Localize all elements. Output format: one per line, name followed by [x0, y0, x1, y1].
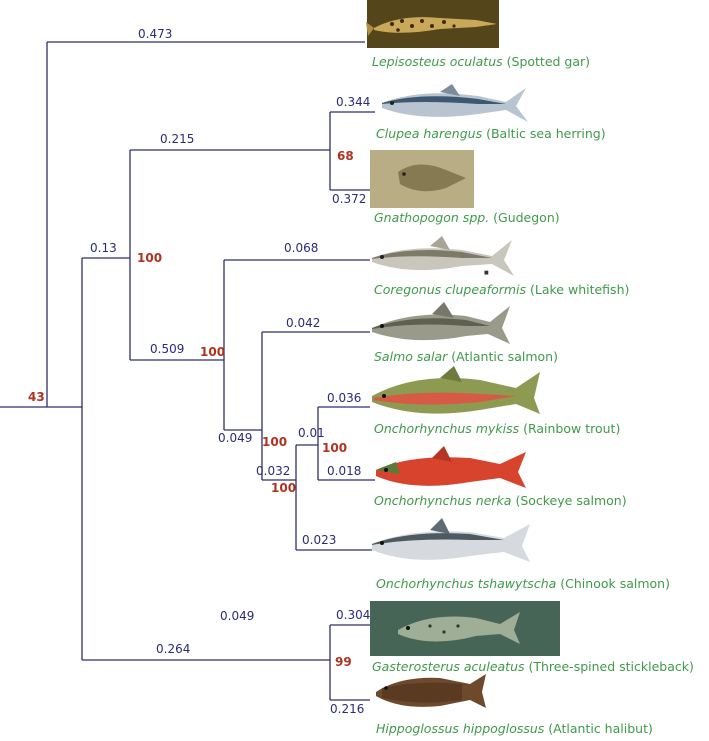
bl-floating: 0.049: [220, 609, 254, 623]
bs-root: 43: [28, 390, 45, 404]
taxon-trout: Onchorhynchus mykiss (Rainbow trout): [374, 421, 620, 436]
bl-teleost-stem: 0.13: [90, 241, 117, 255]
taxon-stickleback: Gasterosterus aculeatus (Three-spined st…: [372, 659, 694, 674]
trout-picture: [372, 366, 540, 414]
bl-trout: 0.036: [327, 391, 361, 405]
bl-gudgeon: 0.372: [332, 192, 366, 206]
salmon-picture: [372, 302, 510, 344]
taxon-labels: Lepisosteus oculatus (Spotted gar) Clupe…: [372, 54, 694, 736]
taxon-chinook: Onchorhynchus tshawytscha (Chinook salmo…: [376, 576, 670, 591]
bl-salmo-onco: 0.049: [218, 431, 252, 445]
gudgeon-picture: [370, 150, 474, 208]
bl-trout-sockeye: 0.01: [298, 426, 325, 440]
bs-salmo-onco: 100: [262, 435, 287, 449]
whitefish-picture: ■: [372, 236, 514, 276]
stickleback-picture: [370, 601, 560, 656]
taxon-halibut: Hippoglossus hippoglossus (Atlantic hali…: [376, 721, 653, 736]
gar-picture: [366, 0, 499, 48]
taxon-salmon: Salmo salar (Atlantic salmon): [374, 349, 558, 364]
taxon-gar: Lepisosteus oculatus (Spotted gar): [372, 54, 590, 69]
taxon-gudgeon: Gnathopogon spp. (Gudegon): [374, 210, 560, 225]
sockeye-picture: [376, 446, 526, 488]
bl-herring-gudgeon: 0.215: [160, 132, 194, 146]
svg-text:■: ■: [484, 270, 489, 276]
herring-picture: [382, 84, 528, 122]
taxon-herring: Clupea harengus (Baltic sea herring): [376, 126, 606, 141]
taxon-whitefish: Coregonus clupeaformis (Lake whitefish): [374, 282, 629, 297]
taxon-sockeye: Onchorhynchus nerka (Sockeye salmon): [374, 493, 627, 508]
bs-teleost: 100: [137, 251, 162, 265]
bl-chinook: 0.023: [302, 533, 336, 547]
bl-halibut: 0.216: [330, 702, 364, 716]
bl-sockeye: 0.018: [327, 464, 361, 478]
branch-length-labels: 0.473 0.344 0.215 0.372 0.13 0.068 0.042…: [90, 27, 370, 716]
bs-trout-sockeye: 100: [322, 441, 347, 455]
bs-herring-gudgeon: 68: [337, 149, 354, 163]
bl-stickleback: 0.304: [336, 608, 370, 622]
bl-gar: 0.473: [138, 27, 172, 41]
bs-onco: 100: [271, 481, 296, 495]
bs-stickleback-halibut: 99: [335, 655, 352, 669]
tree-branches: [0, 41, 375, 701]
bl-salmon: 0.042: [286, 316, 320, 330]
bl-onco: 0.032: [256, 464, 290, 478]
chinook-picture: [372, 518, 530, 562]
bl-salmonid: 0.509: [150, 342, 184, 356]
bl-stickleback-halibut: 0.264: [156, 642, 190, 656]
bs-salmonid: 100: [200, 345, 225, 359]
halibut-picture: [376, 674, 486, 708]
fish-pictures: ■: [366, 0, 560, 708]
bl-whitefish: 0.068: [284, 241, 318, 255]
bootstrap-labels: 43 68 100 100 100 100 100 99: [28, 149, 354, 669]
bl-herring: 0.344: [336, 95, 370, 109]
